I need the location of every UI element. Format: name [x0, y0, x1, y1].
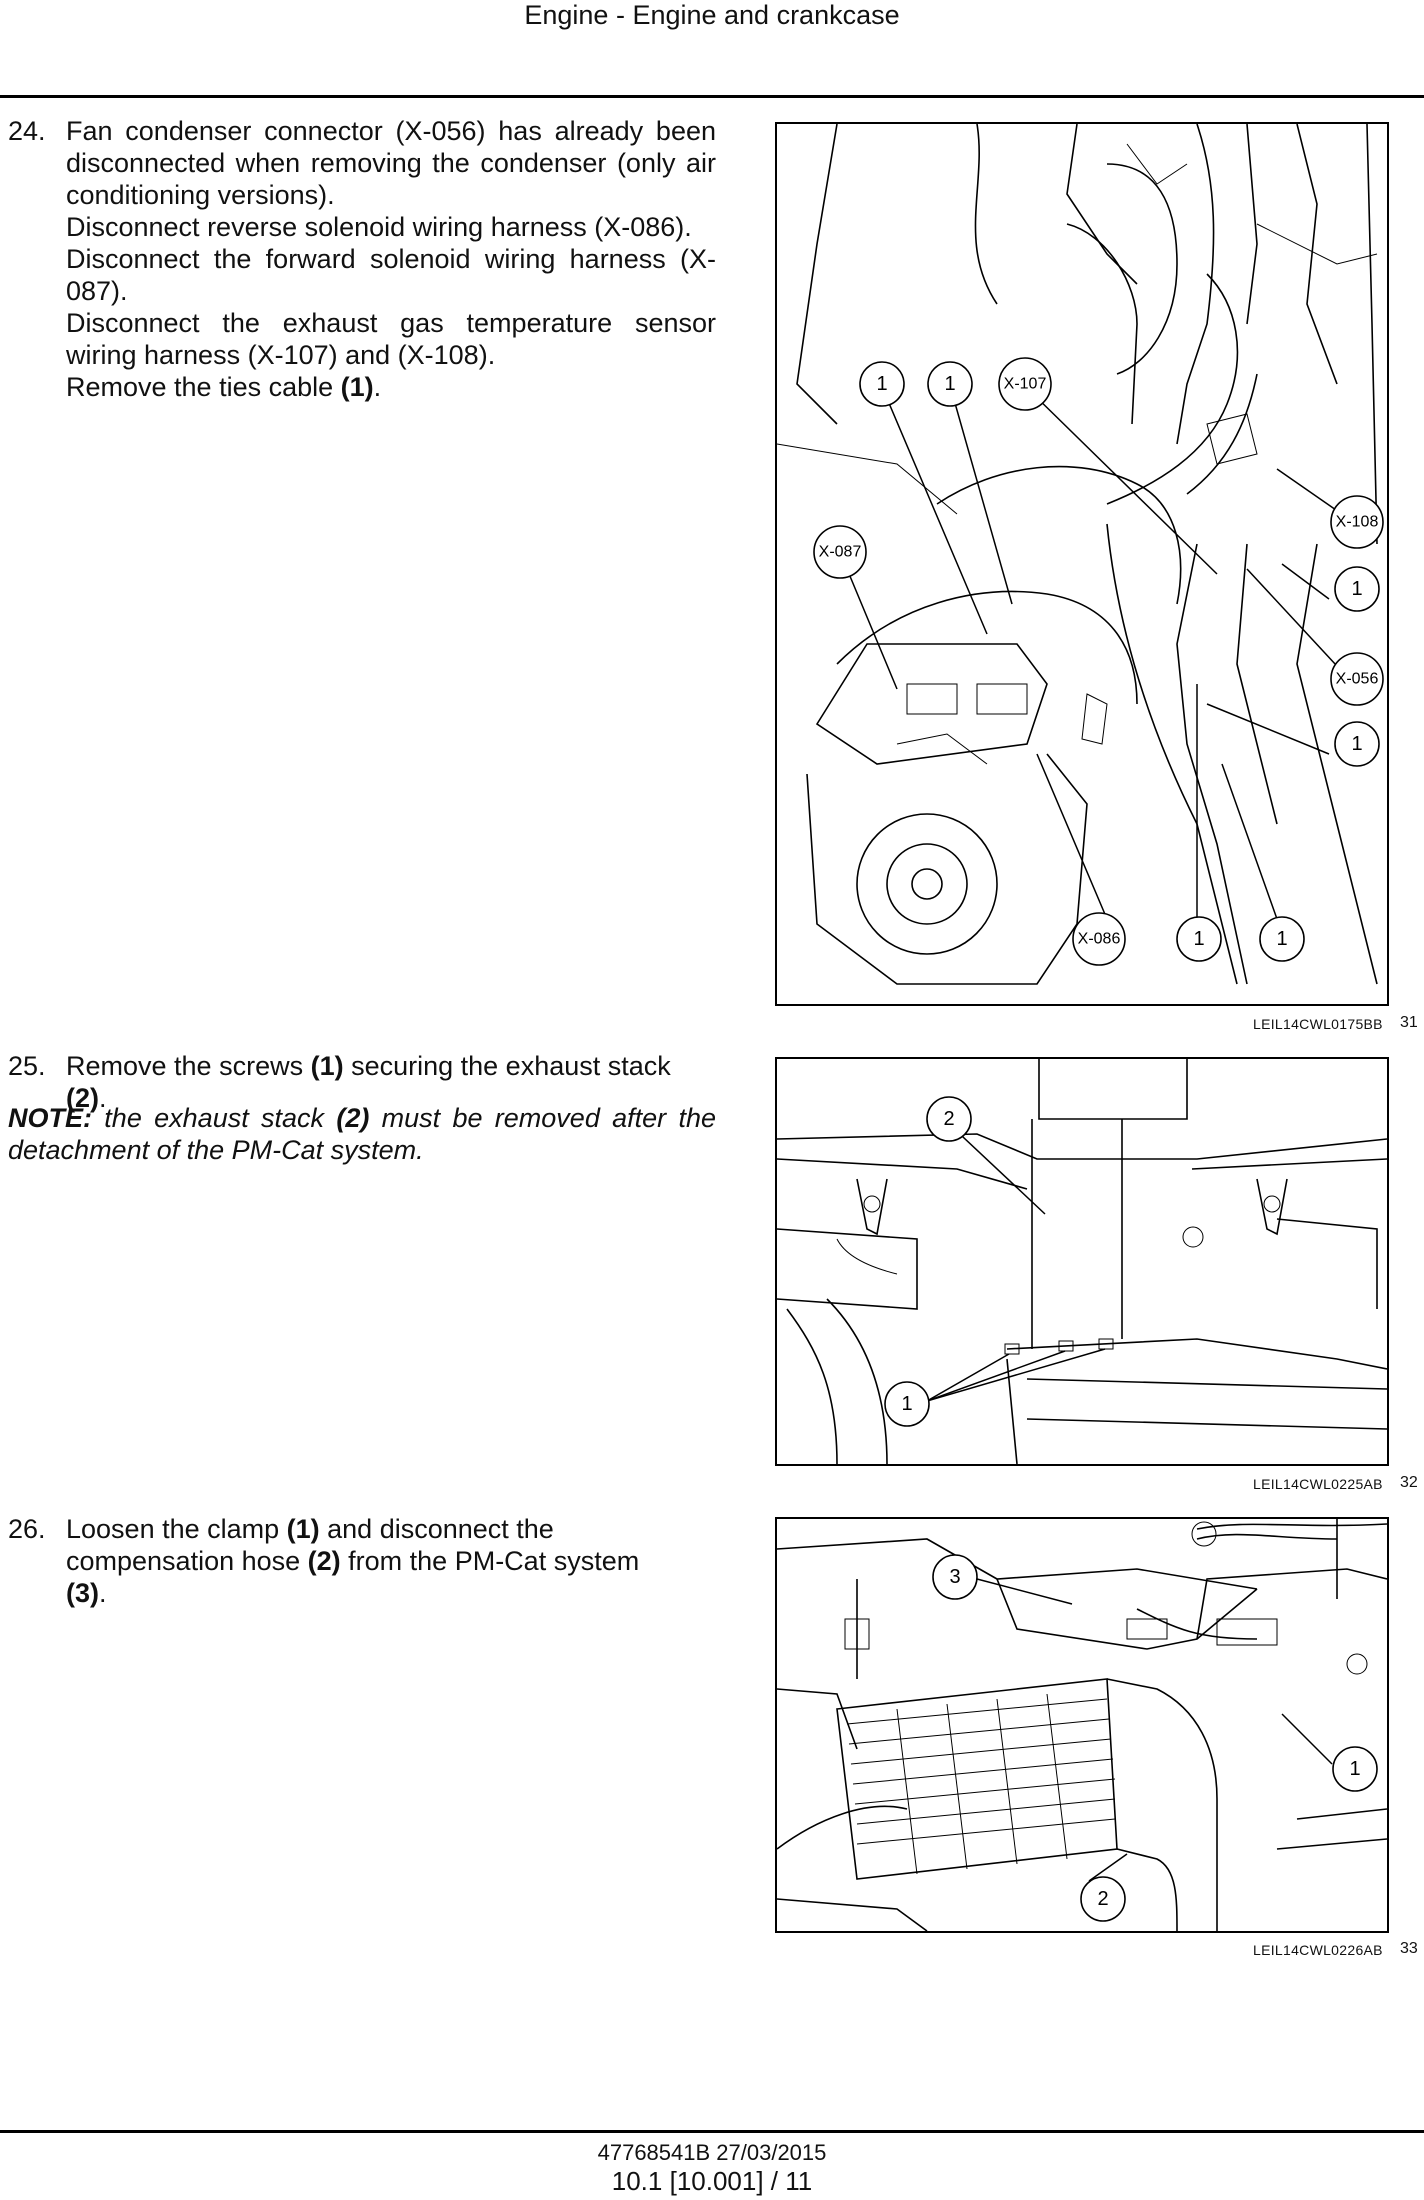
callout-x-107: X-107	[998, 357, 1052, 411]
step-number: 25.	[8, 1051, 46, 1081]
callout-1: 1	[1332, 1746, 1378, 1792]
figure-number: 33	[1400, 1940, 1418, 1957]
step-text-line: Disconnect the forward solenoid wiring h…	[66, 244, 716, 306]
svg-text:X-056: X-056	[1336, 671, 1379, 688]
engine-linework	[777, 124, 1378, 985]
callout-x-086: X-086	[1072, 912, 1126, 966]
svg-text:1: 1	[1276, 928, 1287, 950]
svg-text:1: 1	[901, 1393, 912, 1415]
svg-text:X-086: X-086	[1078, 931, 1121, 948]
callout-2: 2	[1080, 1876, 1126, 1922]
note-label: NOTE:	[8, 1103, 92, 1133]
svg-text:2: 2	[1097, 1888, 1108, 1910]
step-text-line: Disconnect reverse solenoid wiring harne…	[66, 212, 692, 242]
svg-text:X-108: X-108	[1336, 514, 1379, 531]
figure-code: LEIL14CWL0226AB	[1253, 1942, 1383, 1958]
figure-number: 31	[1400, 1014, 1418, 1031]
svg-text:1: 1	[1351, 578, 1362, 600]
header-rule	[0, 95, 1424, 98]
leader-lines	[846, 381, 1350, 920]
svg-text:2: 2	[943, 1108, 954, 1130]
svg-text:1: 1	[1351, 733, 1362, 755]
leader-lines	[926, 1121, 1106, 1402]
footer-page-number: 10.1 [10.001] / 11	[611, 2166, 813, 2196]
leader-lines	[976, 1578, 1333, 1882]
svg-text:1: 1	[944, 373, 955, 395]
svg-text:3: 3	[949, 1566, 960, 1588]
pm-cat-linework	[777, 1519, 1387, 1931]
figure-number: 32	[1400, 1474, 1418, 1491]
callout-1: 1	[884, 1381, 930, 1427]
svg-text:X-107: X-107	[1004, 376, 1047, 393]
callout-1: 1	[1259, 916, 1305, 962]
footer-rule	[0, 2130, 1424, 2133]
figure-33-illustration: 3 1 2	[775, 1517, 1389, 1933]
step-number: 24.	[8, 116, 46, 146]
figure-code: LEIL14CWL0225AB	[1253, 1476, 1383, 1492]
step-text-line: Remove the ties cable (1).	[66, 372, 382, 402]
figure-code: LEIL14CWL0175BB	[1253, 1016, 1383, 1032]
callout-1: 1	[1176, 916, 1222, 962]
callout-1: 1	[1334, 566, 1380, 612]
svg-text:1: 1	[876, 373, 887, 395]
note-text: NOTE: the exhaust stack (2) must be remo…	[8, 1103, 717, 1165]
page-header-title: Engine - Engine and crankcase	[524, 0, 900, 30]
callout-x-087: X-087	[813, 525, 867, 579]
callout-3: 3	[932, 1554, 978, 1600]
step-text-line: Fan condenser connector (X-056) has alre…	[66, 116, 716, 210]
step-text-line: Disconnect the exhaust gas temperature s…	[66, 308, 716, 370]
callout-x-108: X-108	[1330, 495, 1384, 549]
callout-x-056: X-056	[1330, 652, 1384, 706]
footer-document-id: 47768541B 27/03/2015	[597, 2140, 827, 2165]
step-25: 25. Remove the screws (1) securing the e…	[8, 1050, 716, 1114]
step-number: 26.	[8, 1514, 46, 1544]
exhaust-stack-linework	[777, 1059, 1387, 1464]
svg-text:1: 1	[1349, 1758, 1360, 1780]
svg-text:1: 1	[1193, 928, 1204, 950]
callout-2: 2	[926, 1096, 972, 1142]
step-26: 26. Loosen the clamp (1) and disconnect …	[8, 1513, 716, 1609]
step-text-line: Remove the screws (1) securing the exhau…	[66, 1051, 671, 1113]
callout-1: 1	[927, 361, 973, 407]
step-24: 24. Fan condenser connector (X-056) has …	[8, 115, 716, 403]
step-text-line: Loosen the clamp (1) and disconnect the …	[66, 1514, 640, 1608]
callout-1: 1	[859, 361, 905, 407]
figure-32-illustration: 2 1	[775, 1057, 1389, 1466]
figure-31-illustration: 1 1 X-107 X-087 X-108 1 X-056 1	[775, 122, 1389, 1006]
callout-1: 1	[1334, 721, 1380, 767]
svg-text:X-087: X-087	[819, 544, 862, 561]
